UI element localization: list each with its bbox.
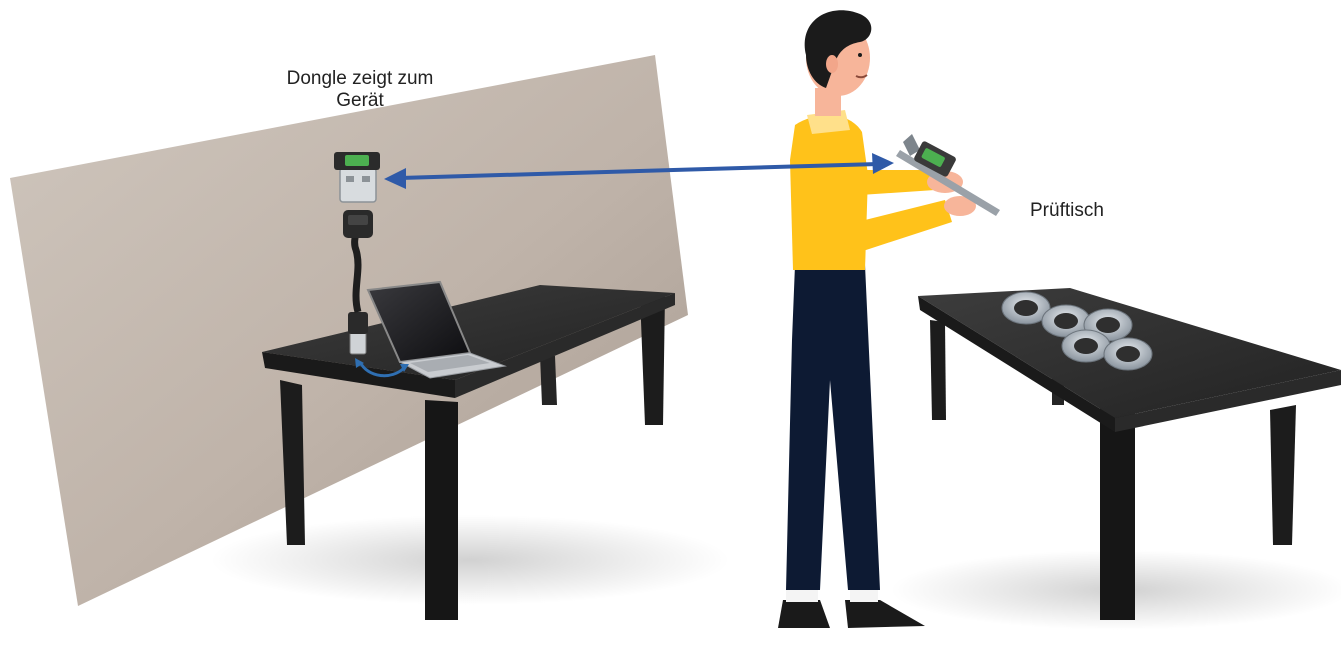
dongle-label: Dongle zeigt zum Gerät — [255, 68, 465, 112]
nut-ring — [1104, 338, 1152, 370]
usb-dongle-icon — [334, 152, 380, 202]
dongle-label-line1: Dongle zeigt zum — [255, 68, 465, 90]
dongle-label-line2: Gerät — [255, 90, 465, 112]
test-table-label: Prüftisch — [1030, 200, 1130, 222]
nut-ring — [1062, 330, 1110, 362]
